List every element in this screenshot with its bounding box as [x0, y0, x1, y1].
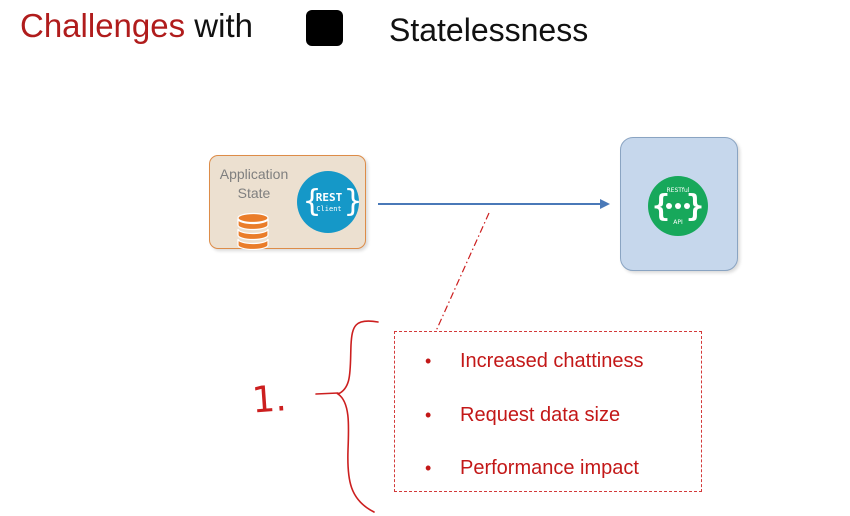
title-word-statelessness: Statelessness: [389, 12, 589, 48]
svg-text:}: }: [344, 184, 360, 219]
restful-api-icon: { } RESTful API: [648, 176, 708, 236]
bullet-icon: •: [425, 458, 432, 478]
rest-client-icon: { } REST Client: [297, 171, 360, 233]
list-item: • Performance impact: [425, 456, 639, 480]
api-box: { } RESTful API: [620, 137, 738, 271]
rest-badge-subtitle: Client: [316, 205, 341, 213]
database-icon: [237, 212, 269, 250]
svg-text:}: }: [686, 189, 704, 224]
client-box: Application State { } REST Client: [209, 155, 366, 250]
list-item-text: Request data size: [460, 404, 621, 426]
svg-text:{: {: [303, 184, 321, 219]
bullet-icon: •: [425, 351, 432, 371]
application-state-line2: State: [237, 185, 271, 201]
curly-brace-stroke: [336, 320, 379, 513]
dash-dot-pointer: [435, 212, 490, 332]
challenges-list-box: • Increased chattiness • Request data size…: [394, 331, 702, 492]
list-item-text: Performance impact: [460, 457, 639, 479]
api-badge-top: RESTful: [666, 187, 689, 194]
api-badge-bottom: API: [673, 219, 683, 226]
bullet-icon: •: [425, 405, 432, 425]
title-word-with: with: [194, 7, 253, 44]
brace-tick: [315, 392, 339, 395]
application-state-label: Application State: [214, 165, 294, 203]
rest-badge-title: REST: [316, 191, 343, 204]
list-item-text: Increased chattiness: [460, 350, 644, 372]
list-item: • Increased chattiness: [425, 349, 643, 373]
title-word-challenges: Challenges: [20, 7, 186, 44]
black-square-icon: [306, 10, 343, 46]
annotation-number: 1.: [251, 378, 288, 421]
slide-title: Challenges with: [20, 4, 253, 48]
application-state-line1: Application: [219, 166, 289, 182]
list-item: • Request data size: [425, 403, 620, 427]
svg-text:{: {: [652, 189, 670, 224]
